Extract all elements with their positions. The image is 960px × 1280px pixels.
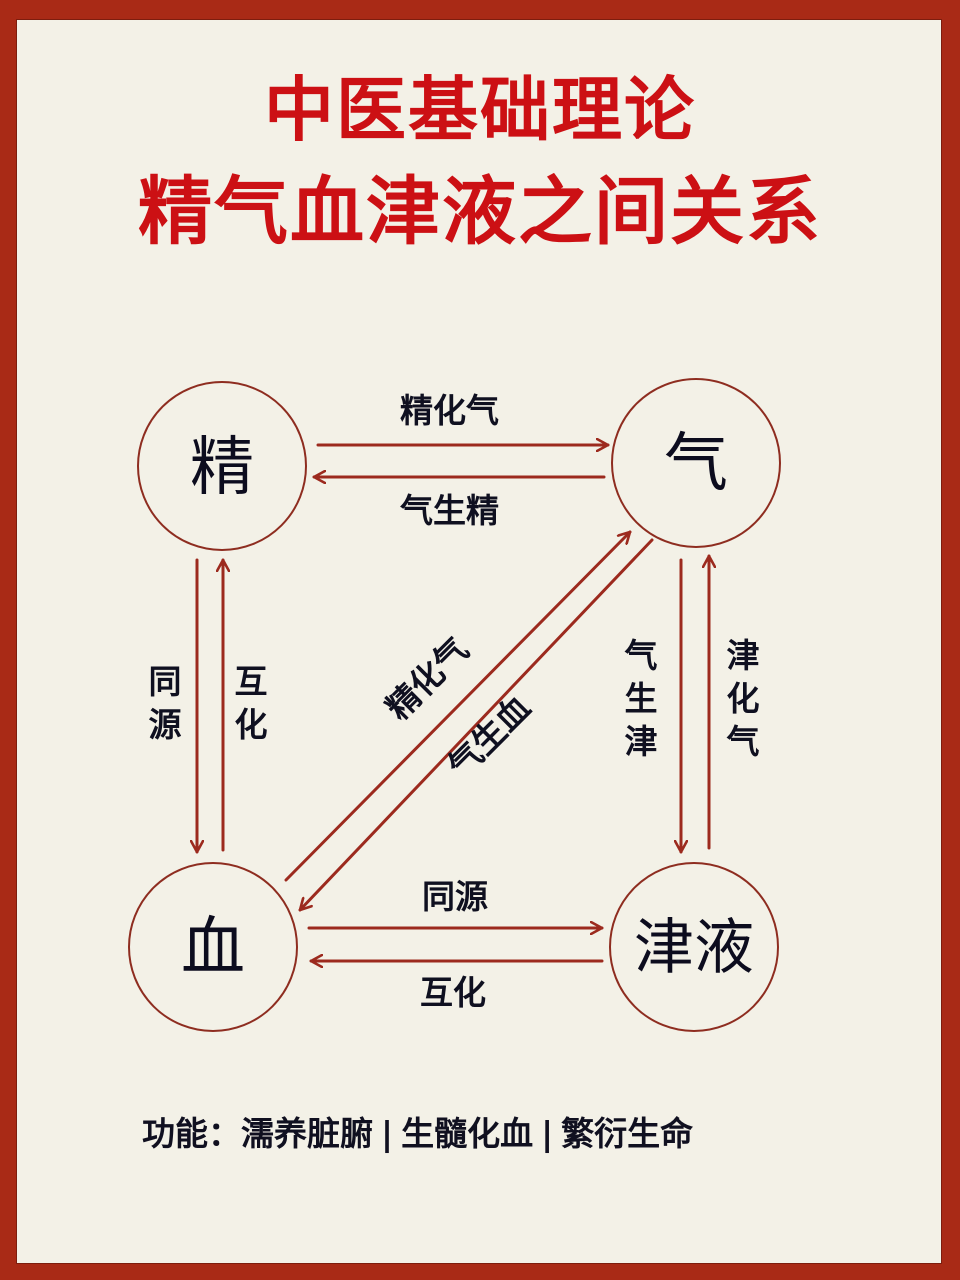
arrow-qi-to-xue-diagonal [298, 538, 654, 912]
footer-separator: | [541, 1114, 554, 1153]
footer-item: 繁衍生命 [561, 1114, 694, 1153]
label-xue-jing-huhua: 互化 [234, 662, 268, 744]
footer-functions: 功能：濡养脏腑|生髓化血|繁衍生命 [142, 1112, 693, 1156]
title-line-1: 中医基础理论 [264, 69, 696, 151]
node-jinye: 津液 [634, 913, 754, 983]
node-circle-jinye [609, 862, 779, 1032]
content-panel [17, 20, 941, 1263]
node-circle-jing [137, 381, 307, 551]
label-qi-sheng-jin: 气生津 [624, 636, 658, 761]
node-circle-qi [611, 378, 781, 548]
label-xue-jinye-tongyuan: 同源 [422, 877, 488, 916]
title-line-2: 精气血津液之间关系 [138, 169, 822, 255]
footer-item: 濡养脏腑 [241, 1114, 373, 1153]
node-circle-xue [128, 862, 298, 1032]
arrow-xue-to-qi-diagonal [284, 530, 632, 882]
footer-separator: | [381, 1114, 394, 1153]
label-jin-hua-qi: 津化气 [726, 636, 760, 761]
node-jing: 精 [190, 431, 254, 505]
label-jing-to-qi: 精化气 [400, 391, 499, 430]
footer-item: 生髓化血 [401, 1114, 534, 1153]
node-xue: 血 [181, 911, 245, 985]
label-qi-to-jing: 气生精 [400, 491, 499, 530]
label-jing-xue-tongyuan: 同源 [148, 662, 182, 744]
node-qi: 气 [664, 427, 728, 501]
footer-label: 功能： [142, 1114, 241, 1153]
label-jinye-xue-huhua: 互化 [420, 973, 486, 1012]
